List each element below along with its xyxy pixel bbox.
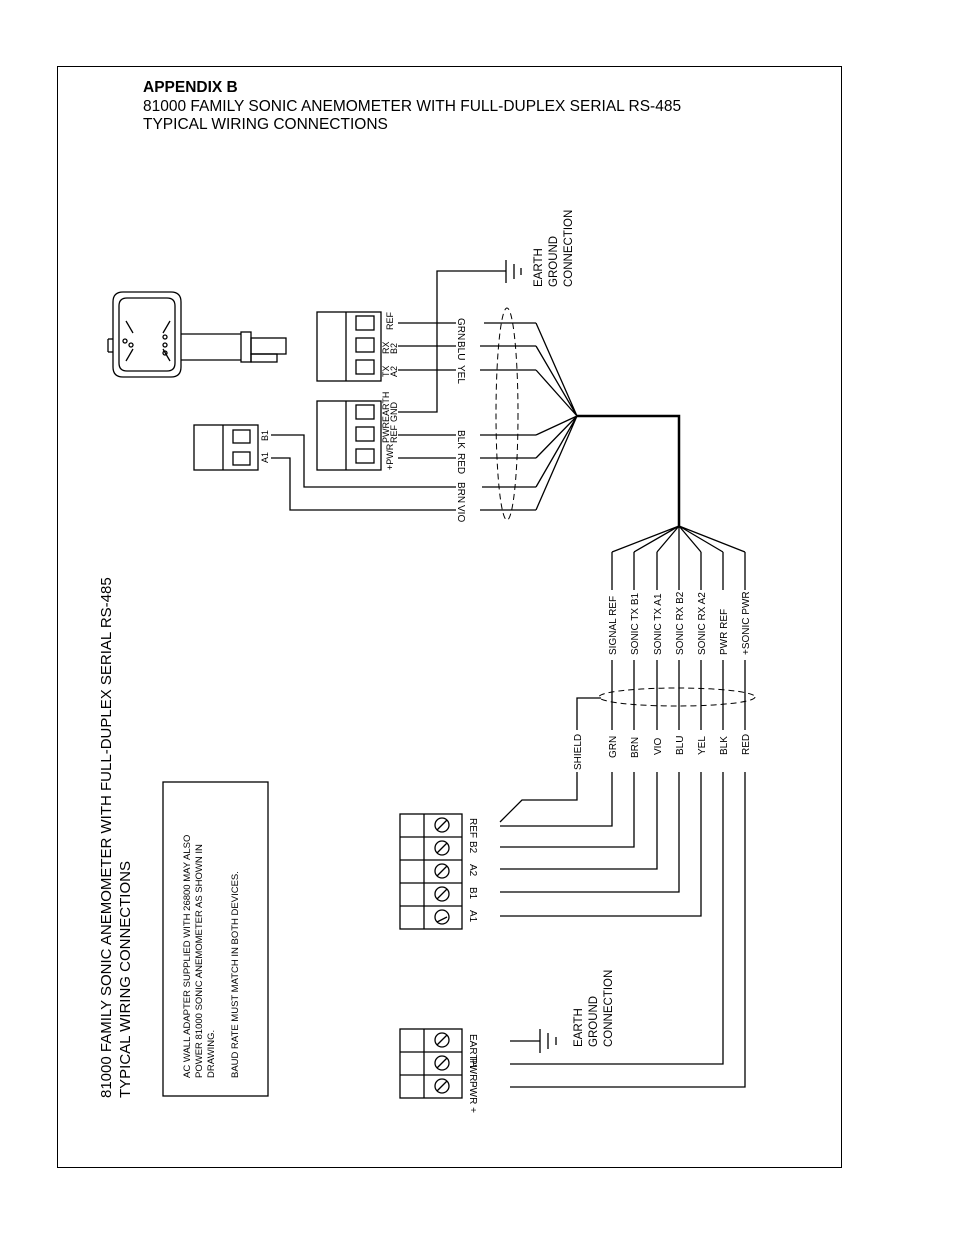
svg-text:PWR +: PWR + bbox=[467, 1081, 478, 1113]
svg-text:SIGNAL REF: SIGNAL REF bbox=[608, 596, 619, 655]
svg-text:A1: A1 bbox=[260, 452, 270, 463]
svg-text:EARTH: EARTH bbox=[467, 1034, 478, 1068]
device-power-terminal-block bbox=[399, 1028, 463, 1099]
side-title: 81000 FAMILY SONIC ANEMOMETER WITH FULL-… bbox=[98, 577, 134, 1098]
svg-text:GROUND: GROUND bbox=[548, 236, 560, 287]
svg-text:A2: A2 bbox=[389, 366, 399, 377]
svg-text:DRAWING.: DRAWING. bbox=[206, 1030, 217, 1078]
svg-text:AC WALL ADAPTER SUPPLIED WITH: AC WALL ADAPTER SUPPLIED WITH 26800 MAY … bbox=[182, 835, 193, 1078]
svg-text:GRN: GRN bbox=[455, 318, 466, 340]
appendix-title: APPENDIX B bbox=[143, 79, 238, 96]
signal-name-labels: SIGNAL REF SONIC TX B1 SONIC TX A1 SONIC… bbox=[608, 591, 752, 655]
svg-text:BLU: BLU bbox=[455, 341, 466, 360]
svg-text:SONIC RX A2: SONIC RX A2 bbox=[697, 592, 708, 655]
earth-label-bottom: EARTH GROUND CONNECTION bbox=[573, 970, 615, 1047]
svg-text:RX: RX bbox=[381, 341, 391, 354]
svg-text:REF: REF bbox=[389, 424, 399, 443]
svg-text:TYPICAL WIRING CONNECTIONS: TYPICAL WIRING CONNECTIONS bbox=[117, 861, 134, 1098]
earth-ground-icon-bottom bbox=[539, 1029, 557, 1053]
earth-label-top: EARTH GROUND CONNECTION bbox=[533, 210, 575, 287]
svg-text:REF: REF bbox=[467, 818, 478, 838]
terminal-screw-icons-power bbox=[434, 1032, 450, 1094]
small-block-labels: B1 A1 bbox=[260, 430, 270, 463]
svg-text:RED: RED bbox=[741, 734, 752, 755]
sensor-head-icon bbox=[107, 291, 287, 378]
svg-text:RED: RED bbox=[455, 453, 466, 474]
svg-text:GRN: GRN bbox=[608, 736, 619, 758]
svg-text:81000 FAMILY SONIC ANEMOMETER: 81000 FAMILY SONIC ANEMOMETER WITH FULL-… bbox=[98, 577, 115, 1098]
svg-text:SONIC RX B2: SONIC RX B2 bbox=[675, 591, 686, 655]
page-heading: APPENDIX B 81000 FAMILY SONIC ANEMOMETER… bbox=[143, 78, 681, 134]
svg-text:CONNECTION: CONNECTION bbox=[603, 970, 615, 1047]
cable-color-labels-bottom: SHIELD GRN BRN VIO BLU YEL BLK RED bbox=[573, 734, 752, 770]
svg-text:SHIELD: SHIELD bbox=[573, 734, 584, 770]
sensor-terminal-block-top bbox=[316, 311, 382, 382]
svg-text:REF: REF bbox=[385, 311, 395, 330]
page-frame bbox=[57, 66, 842, 1168]
svg-text:PWR REF: PWR REF bbox=[719, 609, 730, 655]
svg-text:GND: GND bbox=[389, 402, 399, 423]
svg-text:PWR -: PWR - bbox=[467, 1058, 478, 1087]
svg-text:+SONIC PWR: +SONIC PWR bbox=[741, 591, 752, 655]
notes-box bbox=[162, 781, 269, 1097]
svg-text:BRN: BRN bbox=[455, 482, 466, 503]
svg-text:A1: A1 bbox=[467, 910, 478, 923]
device-terminal-labels: REF B2 A2 B1 A1 EARTH PWR - PWR + bbox=[467, 818, 478, 1113]
terminal-screw-icons-signal bbox=[434, 817, 450, 925]
heading-line-1: 81000 FAMILY SONIC ANEMOMETER WITH FULL-… bbox=[143, 98, 682, 115]
svg-text:B1: B1 bbox=[260, 430, 270, 441]
svg-text:VIO: VIO bbox=[653, 738, 664, 755]
main-cable bbox=[577, 414, 681, 526]
earth-ground-icon-top bbox=[505, 260, 522, 283]
svg-text:VIO: VIO bbox=[455, 505, 466, 522]
svg-text:A2: A2 bbox=[467, 864, 478, 877]
svg-text:PWR: PWR bbox=[381, 422, 391, 443]
svg-text:BLK: BLK bbox=[719, 736, 730, 755]
svg-text:B2: B2 bbox=[467, 841, 478, 854]
sensor-terminal-block-bottom bbox=[316, 400, 382, 471]
sensor-terminal-labels: REF RX B2 TX A2 EARTH GND PWR REF +PWR bbox=[381, 311, 399, 470]
svg-text:YEL: YEL bbox=[697, 736, 708, 755]
svg-text:SONIC TX A1: SONIC TX A1 bbox=[653, 593, 664, 655]
cable-color-labels-top: GRN BLU YEL BLK RED BRN VIO bbox=[455, 318, 466, 522]
svg-text:B1: B1 bbox=[467, 887, 478, 900]
svg-text:POWER 81000 SONIC ANEMOMETER A: POWER 81000 SONIC ANEMOMETER AS SHOWN IN bbox=[194, 844, 205, 1078]
svg-text:BLU: BLU bbox=[675, 736, 686, 755]
svg-text:YEL: YEL bbox=[455, 365, 466, 384]
device-wires bbox=[499, 772, 746, 1088]
a1-b1-terminal-block bbox=[193, 424, 259, 471]
notes-text: AC WALL ADAPTER SUPPLIED WITH 26800 MAY … bbox=[182, 835, 241, 1078]
svg-text:TX: TX bbox=[381, 365, 391, 377]
svg-text:B2: B2 bbox=[389, 343, 399, 354]
svg-text:EARTH: EARTH bbox=[533, 248, 545, 287]
fanout-wires bbox=[576, 525, 756, 730]
svg-text:EARTH: EARTH bbox=[381, 392, 391, 422]
svg-text:BAUD RATE MUST MATCH IN BOTH D: BAUD RATE MUST MATCH IN BOTH DEVICES. bbox=[230, 871, 241, 1078]
sensor-wires bbox=[271, 270, 578, 521]
svg-text:BRN: BRN bbox=[630, 737, 641, 758]
svg-text:BLK: BLK bbox=[455, 430, 466, 449]
svg-text:CONNECTION: CONNECTION bbox=[563, 210, 575, 287]
svg-text:EARTH: EARTH bbox=[573, 1008, 585, 1047]
svg-text:+PWR: +PWR bbox=[385, 443, 395, 470]
svg-text:GROUND: GROUND bbox=[588, 996, 600, 1047]
heading-line-2: TYPICAL WIRING CONNECTIONS bbox=[143, 116, 388, 133]
svg-text:SONIC TX B1: SONIC TX B1 bbox=[630, 593, 641, 655]
device-signal-terminal-block bbox=[399, 813, 463, 930]
